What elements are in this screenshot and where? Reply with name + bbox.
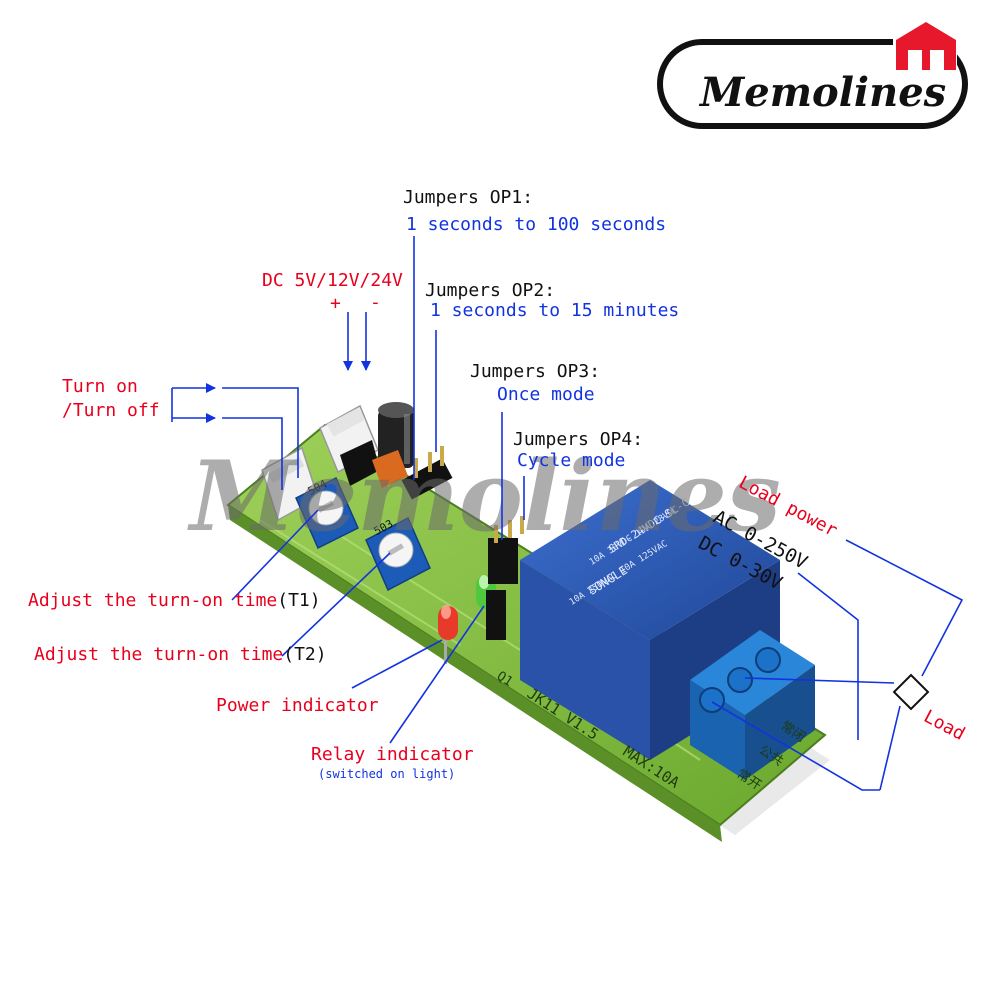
board-q1: Q1 [494,669,515,690]
terminal-screw-2[interactable] [727,667,753,693]
relay-indicator-note: (switched on light) [318,767,456,781]
relay: SONGLE SRD-24VDC-SL-C 10A 250VAC 10A 125… [520,480,780,760]
jumper-op3-op4-header [486,516,524,640]
logo-house-mark [896,22,956,70]
terminal-block [690,630,815,780]
dc-supply-label: DC 5V/12V/24V [262,270,403,291]
relay-module-photo: 504 503 [226,402,830,842]
dc-minus-label: - [370,292,381,313]
power-indicator-label: Power indicator [216,695,379,716]
adjust-t1-label: Adjust the turn-on time(T1) [28,590,321,611]
adjust-t2-text: Adjust the turn-on time [34,644,284,665]
jumper-op1-op2-header [401,446,453,500]
jumper-op3-desc: Once mode [497,384,595,405]
jumper-op4-desc: Cycle mode [517,450,626,471]
dc-plus-label: + [330,293,341,314]
jumper-op1-title: Jumpers OP1: [403,187,534,208]
adjust-t2-label: Adjust the turn-on time(T2) [34,644,327,665]
load-symbol [892,673,930,711]
adjust-t1-text: Adjust the turn-on time [28,590,278,611]
capacitor [378,402,414,468]
relay-indicator-label: Relay indicator [311,744,474,765]
watermark: Memolines [187,440,781,553]
power-led [438,605,458,664]
jumper-op2-desc: 1 seconds to 15 minutes [430,300,680,321]
jumper-op3-title: Jumpers OP3: [470,361,601,382]
turn-on-label: Turn on [62,376,138,397]
transistor-q [340,440,380,486]
t2-tag: (T2) [283,644,327,665]
potentiometer-t1[interactable]: 504 [295,476,359,550]
potentiometer-t2[interactable]: 503 [365,516,431,592]
leader-lines [171,236,964,791]
jumper-op4-title: Jumpers OP4: [513,429,644,450]
jumper-op2-title: Jumpers OP2: [425,280,556,301]
logo-wordmark: Memolines [698,69,946,116]
relay-top [520,480,780,640]
jumper-op1-desc: 1 seconds to 100 seconds [406,214,667,235]
t1-tag: (T1) [277,590,321,611]
brand-logo: Memolines [657,22,968,129]
logo-pill [657,39,968,129]
terminal-screw-3[interactable] [755,647,781,673]
terminal-screw-1[interactable] [699,687,725,713]
turn-off-label: /Turn off [62,400,160,421]
